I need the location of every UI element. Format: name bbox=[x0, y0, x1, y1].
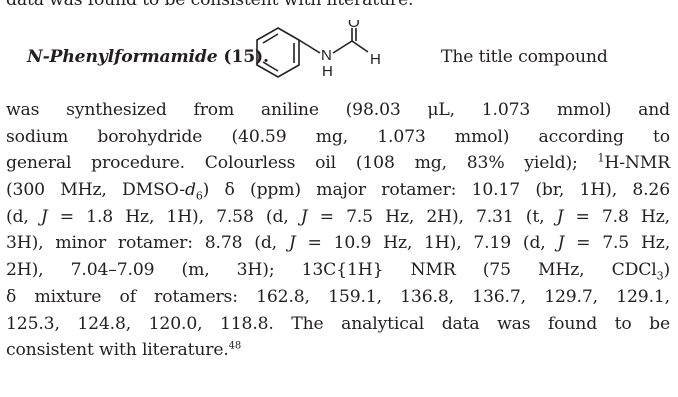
paragraph-line: 2H), 7.04–7.09 (m, 3H); 13C{1H} NMR (75 … bbox=[6, 257, 670, 284]
paragraph-line: 125.3, 124.8, 120.0, 118.8. The analytic… bbox=[6, 313, 670, 334]
coupling-constant-symbol: J bbox=[40, 206, 48, 227]
text-span: general procedure. Colourless oil (108 m… bbox=[6, 153, 598, 174]
previous-paragraph-fragment: data was found to be consistent with lit… bbox=[6, 0, 414, 10]
hydrogen-n-label: H bbox=[322, 63, 333, 80]
text-span: consistent with literature. bbox=[6, 340, 229, 361]
heading-tail-text: The title compound bbox=[441, 47, 608, 67]
paragraph-line: 3H), minor rotamer: 8.78 (d, J = 10.9 Hz… bbox=[6, 230, 670, 257]
compound-title-italic: N bbox=[27, 47, 43, 67]
text-span: ) bbox=[663, 260, 670, 281]
paragraph-line: was synthesized from aniline (98.03 μL, … bbox=[6, 100, 670, 120]
text-span: = 7.8 Hz, bbox=[563, 206, 670, 227]
text-span: = 1.8 Hz, 1H), 7.58 (d, bbox=[47, 206, 301, 227]
benzene-ring bbox=[256, 27, 300, 78]
ring-double-bond bbox=[262, 33, 279, 44]
text-span: 3H), minor rotamer: 8.78 (d, bbox=[6, 233, 289, 254]
text-span: (300 MHz, DMSO- bbox=[6, 180, 185, 201]
coupling-constant-symbol: J bbox=[300, 206, 308, 227]
n-c-bond bbox=[332, 40, 353, 54]
ring-double-bond bbox=[262, 61, 279, 72]
paragraph-line: consistent with literature.48 bbox=[6, 337, 670, 364]
coupling-constant-symbol: J bbox=[557, 233, 565, 254]
reference-superscript: 48 bbox=[228, 340, 242, 352]
paragraph-line: (300 MHz, DMSO-d6) δ (ppm) major rotamer… bbox=[6, 177, 670, 204]
coupling-constant-symbol: J bbox=[556, 206, 564, 227]
subscript: 6 bbox=[195, 189, 203, 203]
subscript: 3 bbox=[656, 269, 664, 283]
text-span: H-NMR bbox=[604, 153, 670, 174]
paragraph-line: sodium borohydride (40.59 mg, 1.073 mmol… bbox=[6, 126, 670, 147]
procedure-paragraph: was synthesized from aniline (98.03 μL, … bbox=[6, 97, 670, 364]
hydrogen-c-label: H bbox=[370, 51, 381, 68]
text-span: 2H), 7.04–7.09 (m, 3H); 13C{1H} NMR (75 … bbox=[6, 260, 657, 281]
text-span: (d, bbox=[6, 206, 41, 227]
text-span: = 7.5 Hz, bbox=[564, 233, 671, 254]
text-span: = 7.5 Hz, 2H), 7.31 (t, bbox=[307, 206, 557, 227]
c-n-bond bbox=[298, 39, 321, 54]
oxygen-label: O bbox=[348, 20, 360, 31]
text-span: = 10.9 Hz, 1H), 7.19 (d, bbox=[295, 233, 558, 254]
compound-title: N-Phenylformamide (15). bbox=[27, 47, 269, 67]
compound-heading: N-Phenylformamide (15). O N H H The titl… bbox=[27, 20, 670, 90]
compound-title-rest: -Phenylformamide bbox=[42, 47, 218, 67]
paragraph-line: general procedure. Colourless oil (108 m… bbox=[6, 150, 670, 177]
italic-text: d bbox=[184, 180, 196, 201]
nitrogen-label: N bbox=[321, 47, 332, 64]
chemical-structure: O N H H bbox=[256, 20, 381, 80]
superscript: 1 bbox=[597, 151, 605, 165]
c-h-bond bbox=[351, 40, 369, 53]
paragraph-line: (d, J = 1.8 Hz, 1H), 7.58 (d, J = 7.5 Hz… bbox=[6, 204, 670, 231]
paragraph-line: δ mixture of rotamers: 162.8, 159.1, 136… bbox=[6, 286, 670, 307]
text-span: ) δ (ppm) major rotamer: 10.17 (br, 1H),… bbox=[202, 180, 670, 201]
coupling-constant-symbol: J bbox=[288, 233, 296, 254]
